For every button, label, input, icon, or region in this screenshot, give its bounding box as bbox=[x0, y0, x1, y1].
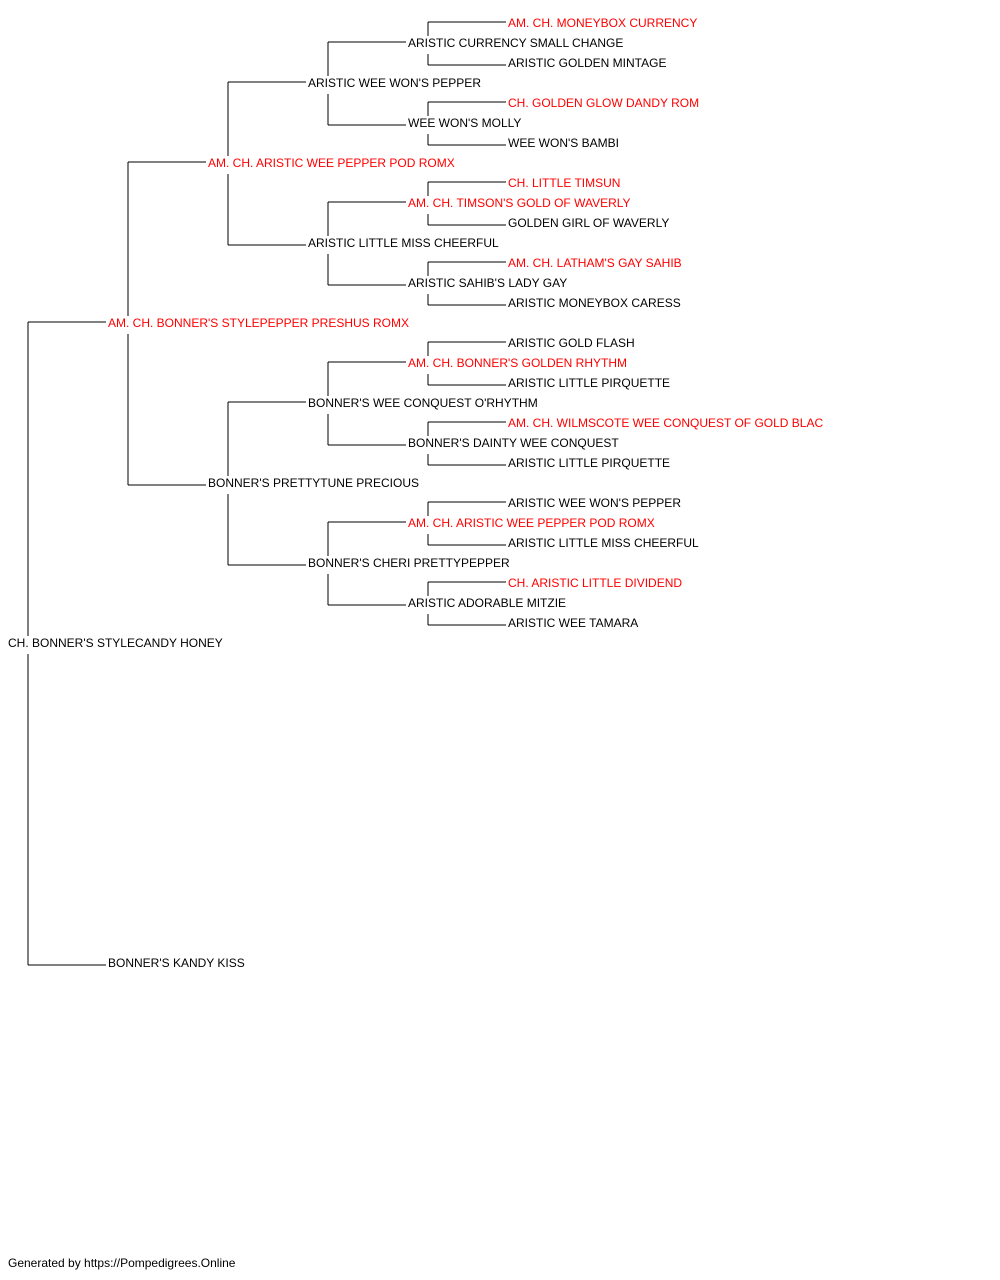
dog-name[interactable]: AM. CH. BONNER'S GOLDEN RHYTHM bbox=[408, 356, 627, 370]
dog-name[interactable]: ARISTIC GOLDEN MINTAGE bbox=[508, 56, 666, 70]
dog-name[interactable]: AM. CH. WILMSCOTE WEE CONQUEST OF GOLD B… bbox=[508, 416, 823, 430]
dog-name[interactable]: GOLDEN GIRL OF WAVERLY bbox=[508, 216, 669, 230]
pedigree-tree: CH. BONNER'S STYLECANDY HONEY AM. CH. BON… bbox=[8, 16, 823, 970]
dog-name[interactable]: AM. CH. TIMSON'S GOLD OF WAVERLY bbox=[408, 196, 631, 210]
dog-name[interactable]: AM. CH. ARISTIC WEE PEPPER POD ROMX bbox=[208, 156, 455, 170]
dog-name[interactable]: BONNER'S KANDY KISS bbox=[108, 956, 245, 970]
dog-name[interactable]: ARISTIC WEE WON'S PEPPER bbox=[308, 76, 481, 90]
dog-name[interactable]: BONNER'S DAINTY WEE CONQUEST bbox=[408, 436, 619, 450]
dog-name[interactable]: ARISTIC MONEYBOX CARESS bbox=[508, 296, 681, 310]
dog-name[interactable]: AM. CH. BONNER'S STYLEPEPPER PRESHUS ROM… bbox=[108, 316, 409, 330]
dog-name[interactable]: WEE WON'S MOLLY bbox=[408, 116, 521, 130]
dog-name[interactable]: ARISTIC LITTLE MISS CHEERFUL bbox=[508, 536, 699, 550]
dog-name[interactable]: AM. CH. ARISTIC WEE PEPPER POD ROMX bbox=[408, 516, 655, 530]
dog-name[interactable]: BONNER'S CHERI PRETTYPEPPER bbox=[308, 556, 510, 570]
dog-name[interactable]: WEE WON'S BAMBI bbox=[508, 136, 619, 150]
dog-name[interactable]: ARISTIC LITTLE PIRQUETTE bbox=[508, 456, 670, 470]
dog-name[interactable]: ARISTIC LITTLE MISS CHEERFUL bbox=[308, 236, 499, 250]
dog-name[interactable]: ARISTIC SAHIB'S LADY GAY bbox=[408, 276, 567, 290]
dog-name[interactable]: CH. BONNER'S STYLECANDY HONEY bbox=[8, 636, 223, 650]
dog-name[interactable]: ARISTIC CURRENCY SMALL CHANGE bbox=[408, 36, 623, 50]
dog-name[interactable]: CH. ARISTIC LITTLE DIVIDEND bbox=[508, 576, 682, 590]
dog-name[interactable]: BONNER'S WEE CONQUEST O'RHYTHM bbox=[308, 396, 538, 410]
dog-name[interactable]: AM. CH. MONEYBOX CURRENCY bbox=[508, 16, 697, 30]
dog-name[interactable]: ARISTIC GOLD FLASH bbox=[508, 336, 635, 350]
dog-name[interactable]: ARISTIC ADORABLE MITZIE bbox=[408, 596, 566, 610]
dog-name[interactable]: BONNER'S PRETTYTUNE PRECIOUS bbox=[208, 476, 419, 490]
dog-name[interactable]: CH. LITTLE TIMSUN bbox=[508, 176, 620, 190]
dog-name[interactable]: ARISTIC WEE WON'S PEPPER bbox=[508, 496, 681, 510]
dog-name[interactable]: ARISTIC WEE TAMARA bbox=[508, 616, 638, 630]
dog-name[interactable]: ARISTIC LITTLE PIRQUETTE bbox=[508, 376, 670, 390]
footer-credit: Generated by https://Pompedigrees.Online bbox=[8, 1256, 236, 1270]
dog-name[interactable]: CH. GOLDEN GLOW DANDY ROM bbox=[508, 96, 699, 110]
dog-name[interactable]: AM. CH. LATHAM'S GAY SAHIB bbox=[508, 256, 682, 270]
